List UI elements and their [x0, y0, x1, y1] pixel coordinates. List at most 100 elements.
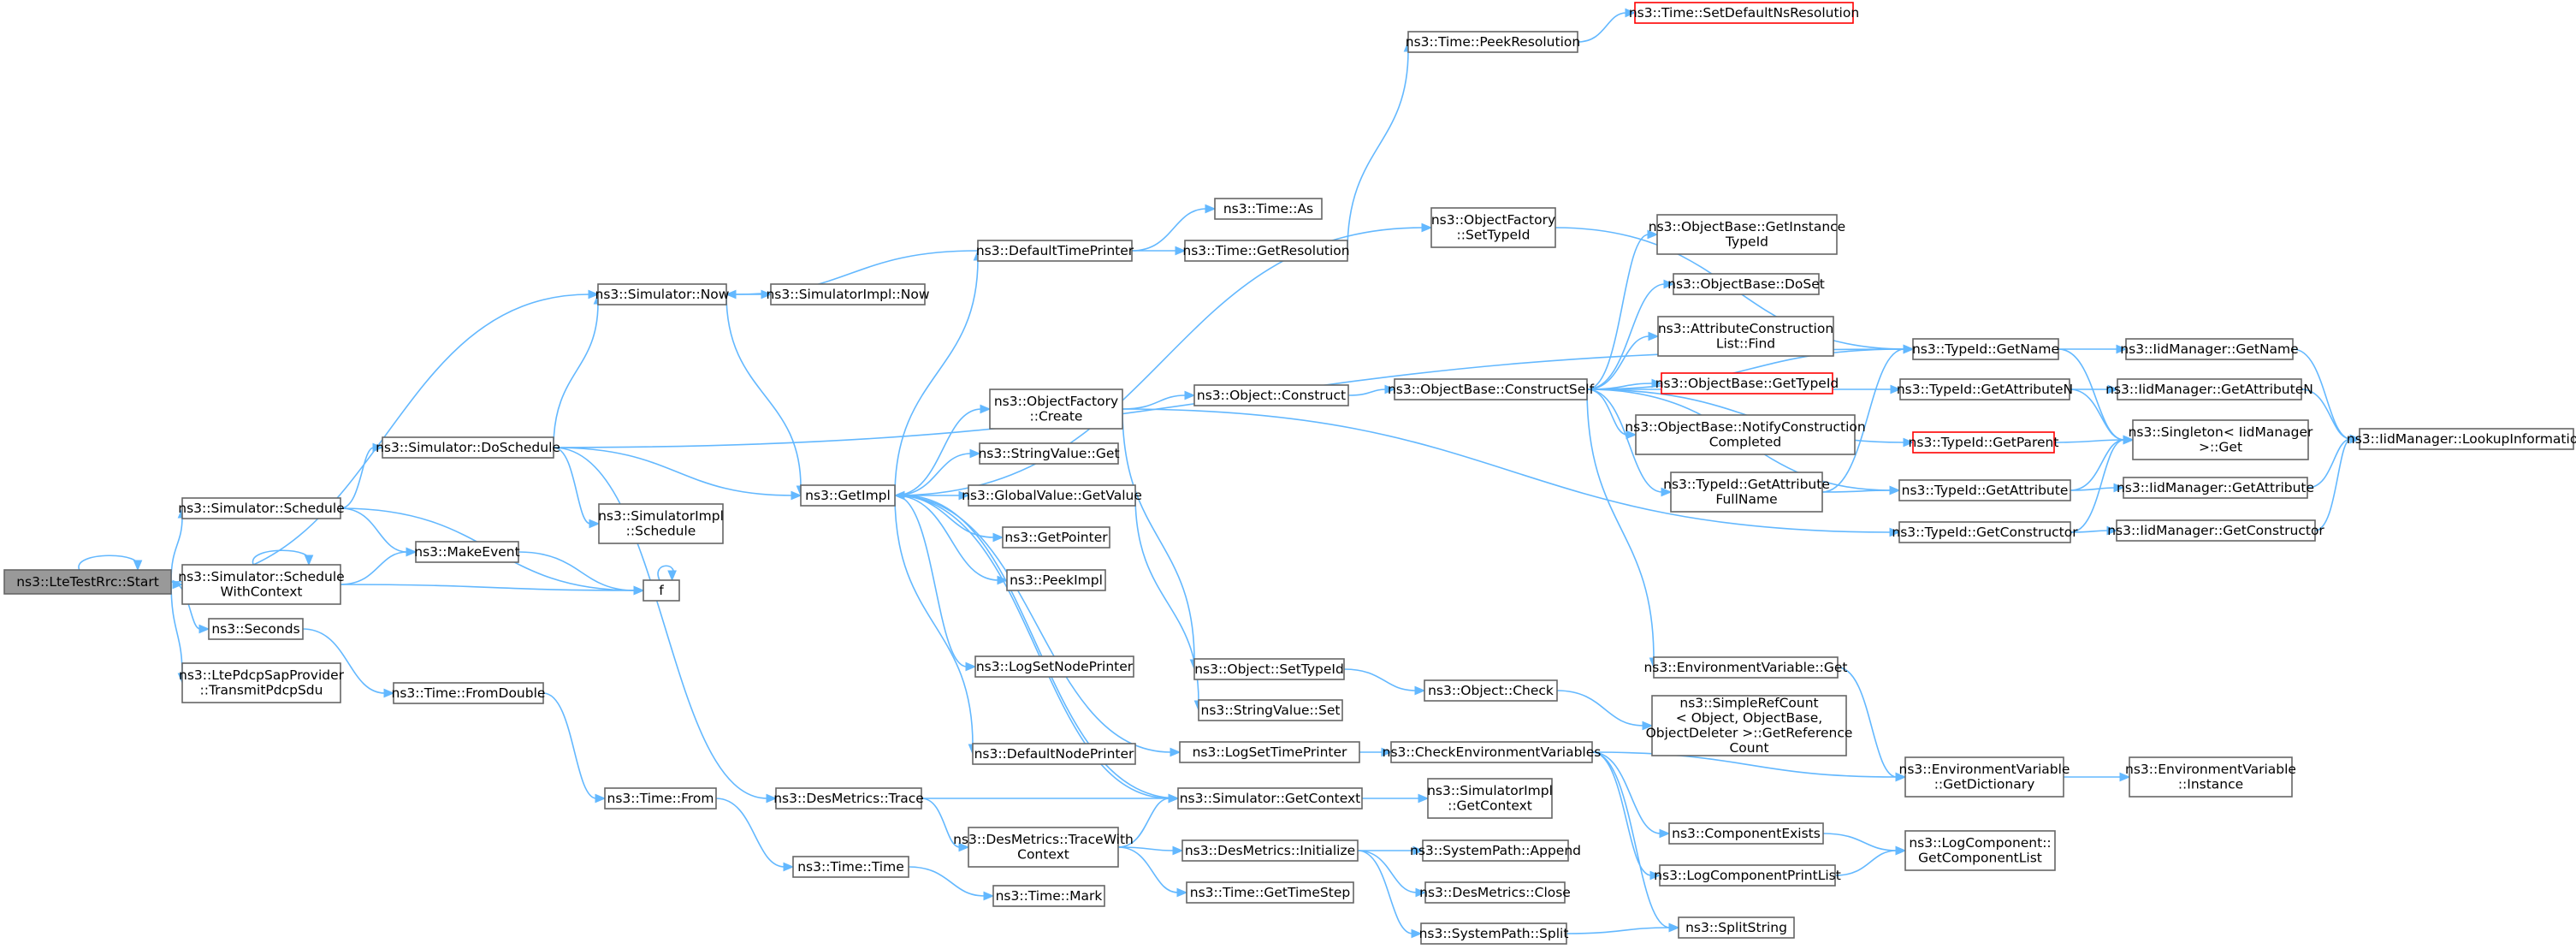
node-label: ns3::Simulator::Schedule — [178, 569, 344, 584]
edge-sim-doschedule-to-sim-now — [553, 293, 603, 448]
node-sim-schedule[interactable]: ns3::Simulator::Schedule — [178, 497, 345, 519]
node-sim-doschedule[interactable]: ns3::Simulator::DoSchedule — [376, 436, 560, 459]
node-label: Context — [1017, 847, 1069, 863]
node-box — [1673, 273, 1820, 295]
node-objfactory-settypeid[interactable]: ns3::ObjectFactory::SetTypeId — [1430, 207, 1556, 248]
node-defaultnodeprinter[interactable]: ns3::DefaultNodePrinter — [972, 743, 1136, 765]
node-singleton-get[interactable]: ns3::Singleton< IidManager>::Get — [2129, 419, 2313, 460]
edge-typeid-getattrfullname-to-typeid-getname — [1821, 344, 1915, 493]
node-typeid-getparent[interactable]: ns3::TypeId::GetParent — [1909, 431, 2059, 454]
node-objfactory-create[interactable]: ns3::ObjectFactory::Create — [989, 388, 1123, 430]
node-typeid-getname[interactable]: ns3::TypeId::GetName — [1912, 338, 2059, 360]
node-object-settypeid[interactable]: ns3::Object::SetTypeId — [1193, 658, 1345, 680]
edge-time-time-to-time-mark — [908, 866, 995, 901]
node-label: ns3::SplitString — [1685, 920, 1787, 935]
node-iidmgr-getname[interactable]: ns3::IidManager::GetName — [2120, 338, 2299, 360]
node-simimpl-schedule[interactable]: ns3::SimulatorImpl::Schedule — [598, 503, 724, 544]
node-time-setdefaultns[interactable]: ns3::Time::SetDefaultNsResolution — [1629, 2, 1859, 24]
node-label: ::Instance — [2178, 777, 2243, 792]
node-box — [800, 484, 896, 507]
node-box — [208, 618, 304, 640]
node-simplerefcount[interactable]: ns3::SimpleRefCount< Object, ObjectBase,… — [1646, 695, 1853, 756]
node-desmetrics-initialize[interactable]: ns3::DesMetrics::Initialize — [1181, 839, 1359, 862]
node-componentexists[interactable]: ns3::ComponentExists — [1668, 822, 1824, 845]
node-peekimpl[interactable]: ns3::PeekImpl — [1006, 569, 1106, 591]
node-box — [181, 662, 341, 703]
node-box — [770, 283, 926, 305]
node-box — [974, 655, 1134, 678]
node-start[interactable]: ns3::LteTestRrc::Start — [3, 569, 172, 595]
node-time-fromdouble[interactable]: ns3::Time::FromDouble — [392, 682, 546, 704]
node-checkenvvars[interactable]: ns3::CheckEnvironmentVariables — [1383, 741, 1602, 763]
node-envvar-getdictionary[interactable]: ns3::EnvironmentVariable::GetDictionary — [1899, 756, 2070, 798]
node-systempath-split[interactable]: ns3::SystemPath::Split — [1419, 922, 1569, 945]
node-stringvalue-get[interactable]: ns3::StringValue::Get — [978, 442, 1120, 465]
node-label: ns3::ObjectBase::GetTypeId — [1655, 376, 1839, 391]
node-time-from[interactable]: ns3::Time::From — [604, 787, 717, 810]
node-seconds[interactable]: ns3::Seconds — [208, 618, 304, 640]
node-objbase-doset[interactable]: ns3::ObjectBase::DoSet — [1667, 273, 1825, 295]
edge-getimpl-to-logsettimeprinter — [894, 495, 1181, 757]
node-time-peekresolution[interactable]: ns3::Time::PeekResolution — [1406, 31, 1580, 53]
node-sim-getcontext[interactable]: ns3::Simulator::GetContext — [1177, 787, 1363, 810]
node-systempath-append[interactable]: ns3::SystemPath::Append — [1410, 839, 1581, 862]
edge-sim-schedwithctx-to-f — [340, 584, 645, 596]
node-object-construct[interactable]: ns3::Object::Construct — [1193, 384, 1349, 406]
node-logcomponent-getlist[interactable]: ns3::LogComponent::GetComponentList — [1904, 830, 2056, 871]
node-globalvalue-getvalue[interactable]: ns3::GlobalValue::GetValue — [962, 484, 1142, 507]
edge-desmetrics-trace-to-desmetrics-tracewithctx — [921, 798, 970, 852]
edge-sim-getcontext-to-simimpl-getcontext — [1362, 793, 1430, 804]
node-label: WithContext — [221, 584, 303, 600]
edge-time-peekresolution-to-time-setdefaultns — [1577, 8, 1637, 43]
node-splitstring[interactable]: ns3::SplitString — [1678, 916, 1795, 939]
node-iidmgr-getattributen[interactable]: ns3::IidManager::GetAttributeN — [2105, 378, 2313, 400]
node-simimpl-getcontext[interactable]: ns3::SimulatorImpl::GetContext — [1427, 778, 1553, 819]
node-desmetrics-trace[interactable]: ns3::DesMetrics::Trace — [773, 787, 924, 810]
node-simimpl-now[interactable]: ns3::SimulatorImpl::Now — [766, 283, 930, 305]
node-logsetnodeprinter[interactable]: ns3::LogSetNodePrinter — [974, 655, 1134, 678]
node-typeid-getattribute[interactable]: ns3::TypeId::GetAttribute — [1898, 479, 2071, 501]
node-getimpl[interactable]: ns3::GetImpl — [800, 484, 896, 507]
edge-time-getresolution-to-time-peekresolution — [1347, 40, 1413, 252]
node-iidmgr-getconstructor[interactable]: ns3::IidManager::GetConstructor — [2107, 519, 2324, 542]
node-time-time[interactable]: ns3::Time::Time — [792, 856, 909, 878]
node-iidmgr-lookupinfo[interactable]: ns3::IidManager::LookupInformation — [2347, 428, 2576, 450]
node-logsettimeprinter[interactable]: ns3::LogSetTimePrinter — [1179, 741, 1360, 763]
node-objbase-constructself[interactable]: ns3::ObjectBase::ConstructSelf — [1388, 378, 1595, 400]
node-defaulttimeprinter[interactable]: ns3::DefaultTimePrinter — [976, 240, 1134, 262]
node-typeid-getattributen[interactable]: ns3::TypeId::GetAttributeN — [1897, 378, 2073, 400]
node-ltepdcp[interactable]: ns3::LtePdcpSapProvider::TransmitPdcpSdu — [179, 662, 345, 703]
node-typeid-getconstructor[interactable]: ns3::TypeId::GetConstructor — [1892, 521, 2078, 543]
node-desmetrics-close[interactable]: ns3::DesMetrics::Close — [1419, 881, 1571, 904]
node-objbase-gettypeid[interactable]: ns3::ObjectBase::GetTypeId — [1655, 372, 1839, 394]
node-logcomponentprintlist[interactable]: ns3::LogComponentPrintList — [1654, 864, 1841, 887]
node-label: ns3::ObjectBase::DoSet — [1667, 276, 1825, 292]
node-box — [2125, 338, 2294, 360]
node-envvar-get[interactable]: ns3::EnvironmentVariable::Get — [1643, 656, 1848, 679]
node-time-mark[interactable]: ns3::Time::Mark — [992, 885, 1105, 907]
node-iidmgr-getattribute[interactable]: ns3::IidManager::GetAttribute — [2117, 477, 2314, 499]
node-label: ns3::SimpleRefCount — [1679, 696, 1818, 711]
node-object-check[interactable]: ns3::Object::Check — [1424, 679, 1558, 702]
node-getpointer[interactable]: ns3::GetPointer — [1002, 526, 1110, 549]
node-envvar-instance[interactable]: ns3::EnvironmentVariable::Instance — [2125, 756, 2296, 798]
node-makeevent[interactable]: ns3::MakeEvent — [414, 541, 520, 563]
node-time-as[interactable]: ns3::Time::As — [1214, 198, 1323, 220]
node-box — [968, 484, 1136, 507]
node-box — [989, 388, 1123, 430]
edge-iidmgr-getconstructor-to-iidmgr-lookupinfo — [2314, 434, 2361, 531]
node-sim-now[interactable]: ns3::Simulator::Now — [595, 283, 730, 305]
node-stringvalue-set[interactable]: ns3::StringValue::Set — [1198, 699, 1343, 721]
node-time-gettimestep[interactable]: ns3::Time::GetTimeStep — [1186, 881, 1354, 904]
node-label: ns3::PeekImpl — [1010, 572, 1103, 588]
edge-start-to-sim-now — [170, 289, 600, 583]
node-objbase-notify[interactable]: ns3::ObjectBase::NotifyConstructionCompl… — [1625, 414, 1866, 455]
node-time-getresolution[interactable]: ns3::Time::GetResolution — [1182, 240, 1350, 262]
node-box — [181, 497, 341, 519]
node-f[interactable]: f — [643, 579, 680, 602]
